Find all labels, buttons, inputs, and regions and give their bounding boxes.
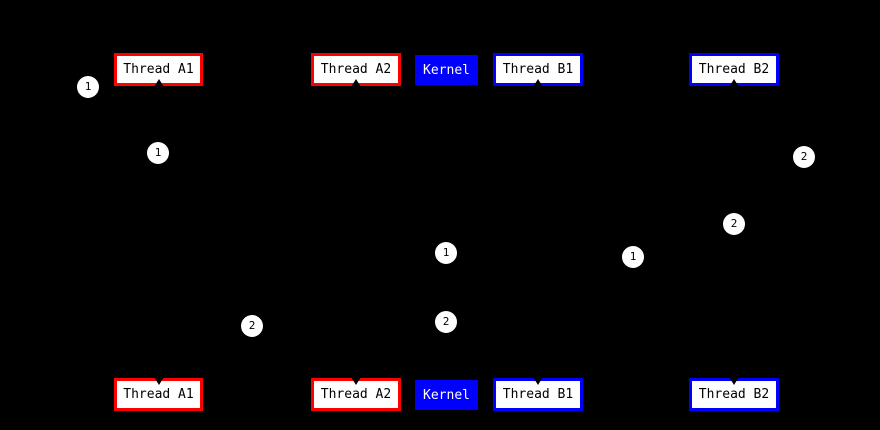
node-label: Kernel — [423, 387, 470, 403]
node-label: Thread A2 — [320, 62, 392, 77]
arrowhead-down-icon — [729, 377, 739, 385]
edge-label: 1 — [435, 242, 457, 264]
edge-label: 1 — [77, 76, 99, 98]
edge-label: 2 — [435, 311, 457, 333]
arrowhead-up-icon — [153, 79, 164, 87]
edge-label: 2 — [723, 213, 745, 235]
edge-label: 1 — [147, 142, 169, 164]
arrowhead-down-icon — [153, 377, 164, 385]
node-thread-a1-bottom: Thread A1 — [114, 377, 203, 411]
node-thread-a1-top: Thread A1 — [114, 53, 203, 87]
node-label: Thread B1 — [502, 387, 574, 402]
node-label: Thread B2 — [698, 62, 770, 77]
arrowhead-down-icon — [533, 377, 543, 385]
node-kernel-bottom: Kernel — [415, 380, 478, 410]
node-label: Thread A1 — [123, 387, 194, 402]
arrowhead-up-icon — [351, 79, 361, 87]
node-label: Thread B1 — [502, 62, 574, 77]
edge-label: 2 — [793, 146, 815, 168]
node-label: Thread A1 — [123, 62, 194, 77]
node-thread-b1-top: Thread B1 — [493, 53, 583, 87]
node-kernel-top: Kernel — [415, 55, 478, 85]
edge-label: 1 — [622, 246, 644, 268]
node-label: Kernel — [423, 62, 470, 78]
node-thread-a2-top: Thread A2 — [311, 53, 401, 87]
arrowhead-down-icon — [351, 377, 361, 385]
arrowhead-up-icon — [729, 79, 739, 87]
node-thread-b2-bottom: Thread B2 — [689, 377, 779, 411]
node-label: Thread B2 — [698, 387, 770, 402]
node-label: Thread A2 — [320, 387, 392, 402]
arrowhead-up-icon — [533, 79, 543, 87]
node-thread-a2-bottom: Thread A2 — [311, 377, 401, 411]
edge-label: 2 — [241, 315, 263, 337]
node-thread-b1-bottom: Thread B1 — [493, 377, 583, 411]
node-thread-b2-top: Thread B2 — [689, 53, 779, 87]
